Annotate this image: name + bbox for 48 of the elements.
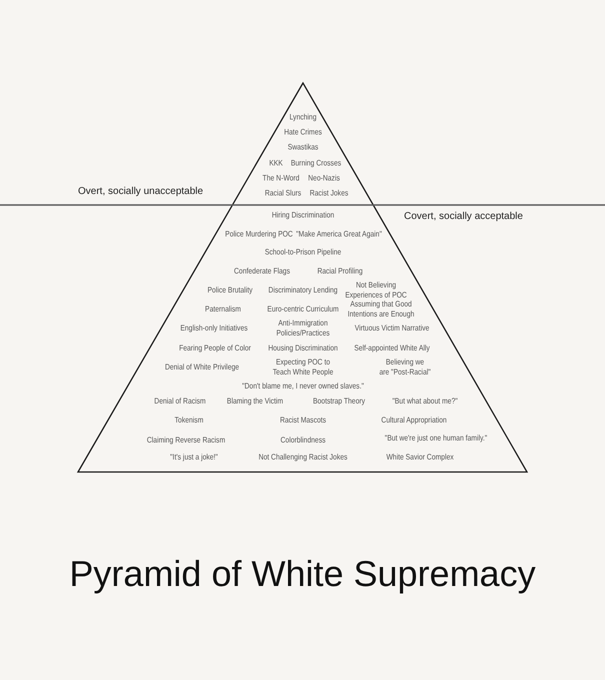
term-label: Housing Discrimination (268, 343, 338, 353)
term-label: School-to-Prison Pipeline (264, 247, 342, 257)
term-label: Self-appointed White Ally (354, 343, 430, 353)
category-label: Covert, socially acceptable (404, 211, 523, 223)
pyramid-shape (78, 83, 527, 472)
term-label: "Don't blame me, I never owned slaves." (242, 381, 364, 391)
term-label: Anti-Immigration Policies/Practices (276, 318, 330, 338)
term-label: Claiming Reverse Racism (146, 435, 226, 445)
term-label: Paternalism (205, 304, 241, 314)
term-label: Racial Profiling (317, 266, 363, 276)
term-label: Lynching (290, 112, 316, 122)
term-label: Hiring Discrimination (272, 210, 334, 220)
title: Pyramid of White Supremacy (68, 553, 537, 595)
term-label: Denial of White Privilege (164, 362, 240, 372)
term-label: Racist Mascots (280, 415, 326, 425)
term-label: Swastikas (288, 142, 318, 152)
category-label: Overt, socially unacceptable (78, 186, 204, 198)
term-label: Confederate Flags (234, 266, 290, 276)
term-label: Blaming the Victim (226, 396, 284, 406)
term-label: Cultural Appropriation (381, 415, 447, 425)
term-label: Discriminatory Lending (268, 285, 338, 295)
term-label: Police Murdering POC (225, 229, 293, 239)
term-label: Neo-Nazis (308, 173, 340, 183)
term-label: Racist Jokes (310, 188, 348, 198)
term-label: Not Believing Experiences of POC (345, 280, 407, 300)
term-label: Assuming that Good Intentions are Enough (348, 300, 414, 318)
term-label: "But what about me?" (392, 396, 458, 406)
term-label: Racial Slurs (264, 188, 302, 198)
term-label: "It's just a joke!" (170, 452, 218, 462)
term-label: Virtuous Victim Narrative (354, 323, 430, 333)
term-label: English-only Initiatives (180, 323, 248, 333)
term-label: Euro-centric Curriculum (267, 304, 339, 314)
term-label: Bootstrap Theory (312, 396, 366, 406)
term-label: White Savior Complex (386, 452, 454, 462)
term-label: Tokenism (174, 415, 204, 425)
term-label: Not Challenging Racist Jokes (258, 452, 348, 462)
term-label: Expecting POC to Teach White People (272, 358, 334, 376)
term-label: Colorblindness (280, 435, 326, 445)
term-label: Fearing People of Color (179, 343, 251, 353)
term-label: Denial of Racism (154, 396, 206, 406)
term-label: "Make America Great Again" (296, 229, 382, 239)
term-label: The N-Word (262, 173, 300, 183)
term-label: Hate Crimes (284, 127, 322, 137)
term-label: Believing we are "Post-Racial" (379, 358, 431, 376)
term-label: KKK (269, 158, 283, 168)
term-label: Burning Crosses (290, 158, 342, 168)
term-label: "But we're just one human family." (384, 433, 488, 443)
term-label: Police Brutality (208, 285, 252, 295)
